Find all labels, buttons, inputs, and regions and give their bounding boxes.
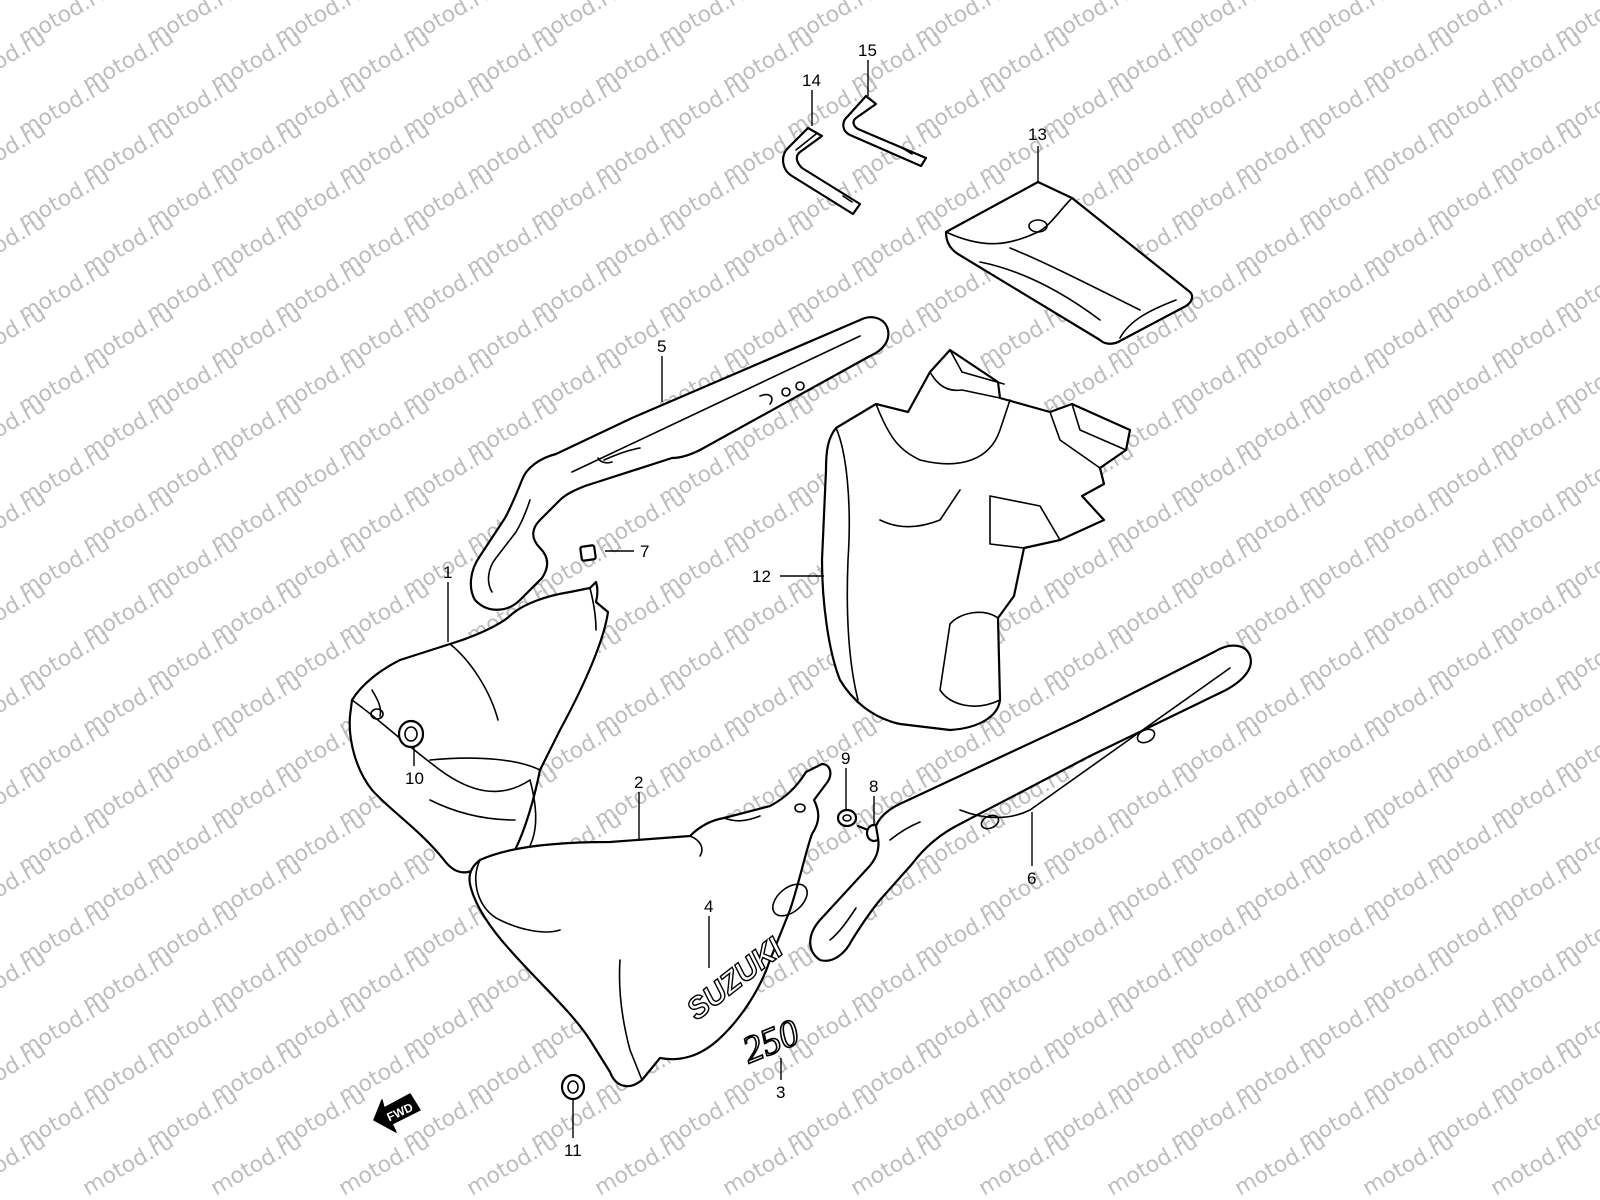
watermark-text: motod.ru — [719, 1129, 819, 1200]
callout-3: 3 — [776, 1083, 785, 1102]
callout-11: 11 — [564, 1141, 582, 1160]
callout-10: 10 — [405, 769, 424, 788]
callout-14: 14 — [802, 71, 821, 90]
watermark-text: motod.ru — [847, 1129, 947, 1200]
watermark-text: motod.ru — [0, 761, 50, 833]
part-13-tool-bag[interactable] — [944, 180, 1194, 345]
watermark-text: motod.ru — [1231, 1129, 1331, 1200]
callout-2: 2 — [634, 773, 643, 792]
watermark-text: motod.ru — [0, 393, 50, 465]
part-9-washer[interactable] — [836, 808, 858, 828]
watermark-text: motod.ru — [0, 1129, 50, 1200]
callout-9: 9 — [841, 749, 850, 768]
callout-8: 8 — [869, 777, 878, 796]
callout-5: 5 — [657, 337, 666, 356]
part-11-grommet[interactable] — [560, 1073, 586, 1101]
callout-13: 13 — [1028, 125, 1047, 144]
watermark-text: motod.ru — [463, 1129, 563, 1200]
watermark-text: motod.ru — [0, 0, 50, 5]
watermark-text: motod.ru — [1359, 1129, 1459, 1200]
part-1-side-cover-left[interactable] — [348, 580, 610, 874]
callout-6: 6 — [1027, 869, 1036, 888]
watermark-text: motod.ru — [79, 1129, 179, 1200]
watermark-text: motod.ru — [0, 1037, 50, 1109]
callout-15: 15 — [858, 41, 877, 60]
part-7-clip[interactable] — [579, 544, 597, 562]
watermark-text: motod.ru — [0, 25, 50, 97]
watermark-text: motod.ru — [335, 1129, 435, 1200]
watermark-text: motod.ru — [1487, 1129, 1587, 1200]
watermark-text: motod.ru — [975, 1129, 1075, 1200]
watermark-text: motod.ru — [591, 1129, 691, 1200]
watermark-text: motod.ru — [0, 209, 50, 281]
callout-12: 12 — [752, 567, 771, 586]
part-15-wrench[interactable] — [842, 94, 928, 168]
part-5-frame-cover-upper[interactable] — [469, 316, 890, 611]
callout-4: 4 — [704, 897, 713, 916]
watermark-text: motod.ru — [0, 301, 50, 373]
callout-7: 7 — [640, 542, 649, 561]
part-10-grommet[interactable] — [397, 719, 425, 749]
watermark-text: motod.ru — [207, 1129, 307, 1200]
callout-numbers: 1 2 3 4 5 6 7 8 9 10 11 12 13 14 15 — [405, 41, 1047, 1160]
part-14-wrench[interactable] — [782, 126, 862, 216]
watermark-text: motod.ru — [0, 853, 50, 925]
watermark-text: motod.ru — [0, 945, 50, 1017]
part-6-frame-cover-lower[interactable] — [809, 644, 1252, 962]
watermark-text: motod.ru — [1103, 1129, 1203, 1200]
watermark-text: motod.ru — [0, 577, 50, 649]
watermark-text: motod.ru — [0, 117, 50, 189]
callout-1: 1 — [443, 563, 452, 582]
part-12-rear-inner-fender[interactable] — [820, 348, 1132, 732]
watermark-text: motod.ru — [0, 485, 50, 557]
callout-leaders — [413, 60, 1039, 1138]
watermark-text: motod.ru — [0, 669, 50, 741]
